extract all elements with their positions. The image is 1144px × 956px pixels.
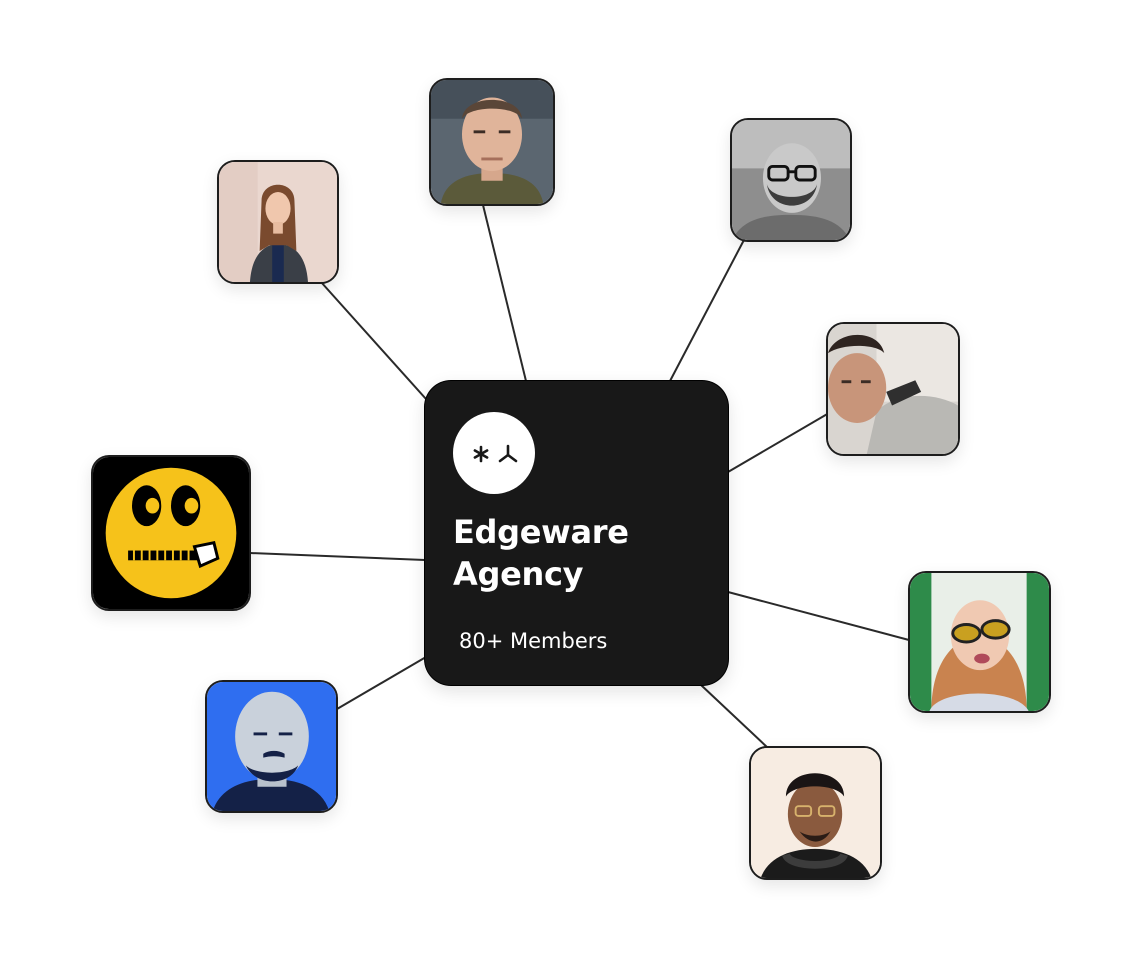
agency-name: Edgeware Agency <box>453 511 713 595</box>
agency-logo-icon <box>453 412 535 494</box>
avatar-photo-man-headphones-icon <box>751 748 880 878</box>
agency-card[interactable]: Edgeware Agency 80+ Members <box>425 381 728 685</box>
link-man-portrait <box>482 204 527 382</box>
member-avatar-man-portrait[interactable] <box>429 78 555 206</box>
link-illustrated-man <box>336 656 427 710</box>
avatar-photo-woman-sunglasses-icon <box>910 573 1049 711</box>
avatar-photo-bearded-man-glasses-icon <box>732 120 850 240</box>
link-man-headphones <box>700 684 769 749</box>
members-count: 80+ Members <box>459 629 608 653</box>
link-man-lying-down <box>727 412 830 473</box>
avatar-photo-woman-presenting-icon <box>219 162 337 282</box>
member-avatar-man-headphones[interactable] <box>749 746 882 880</box>
member-avatar-woman-sunglasses[interactable] <box>908 571 1051 713</box>
avatar-photo-man-portrait-icon <box>431 80 553 204</box>
avatar-photo-man-selfie-icon <box>828 324 958 454</box>
member-avatar-illustrated-man[interactable] <box>205 680 338 813</box>
link-woman-sunglasses <box>727 591 910 641</box>
member-avatar-zipper-smiley[interactable] <box>91 455 251 611</box>
member-avatar-man-lying-down[interactable] <box>826 322 960 456</box>
member-avatar-bearded-man-glasses[interactable] <box>730 118 852 242</box>
link-presenter-woman <box>320 281 427 400</box>
avatar-illustration-bald-man-icon <box>207 682 336 811</box>
member-avatar-presenter-woman[interactable] <box>217 160 339 284</box>
avatar-zipped-mouth-smiley-icon <box>93 457 249 609</box>
agency-name-line2: Agency <box>453 555 584 593</box>
link-bearded-man-glasses <box>669 237 746 382</box>
agency-name-line1: Edgeware <box>453 513 629 551</box>
link-zipper-smiley <box>249 552 426 561</box>
